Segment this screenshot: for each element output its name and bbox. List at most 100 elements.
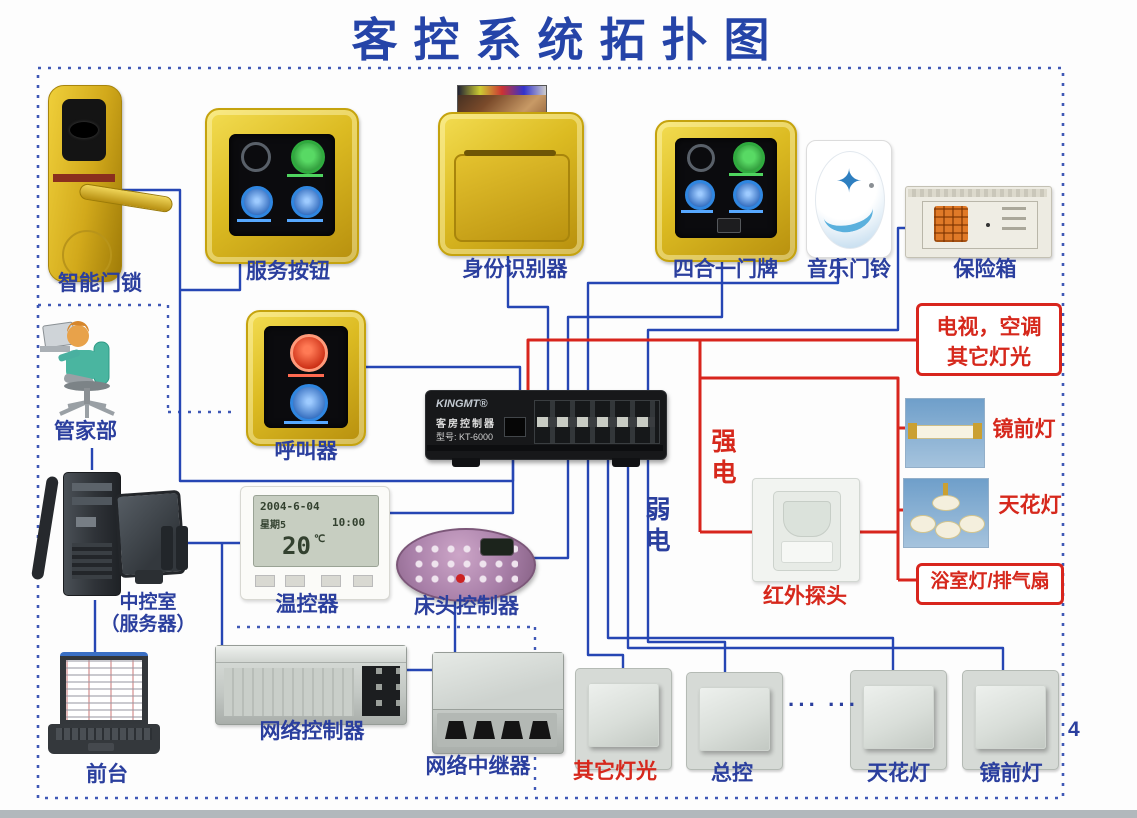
- lcd-temp-unit: ℃: [314, 534, 326, 545]
- ridged-front: [224, 668, 354, 716]
- lamp-shade: [935, 521, 961, 539]
- red-caption-bar: [288, 374, 324, 377]
- doorplate-panel: [655, 120, 797, 262]
- emergency-call-red-icon: [290, 334, 328, 372]
- console-port: [504, 417, 526, 437]
- ir-lens: [783, 501, 831, 537]
- network-controller-label: 网络控制器: [259, 720, 365, 743]
- rj45-port: [473, 721, 495, 739]
- lock-stripe: [53, 174, 115, 182]
- bedside-controller-label: 床头控制器: [414, 595, 519, 618]
- front-desk-label: 前台: [86, 763, 128, 786]
- safe-lock-dot: [986, 223, 990, 227]
- tube-end: [973, 423, 982, 439]
- central-control-server: [30, 468, 188, 598]
- blue-badge-icon-left: [685, 180, 715, 210]
- server-label-line2: （服务器）: [100, 613, 196, 635]
- network-repeater-label: 网络中继器: [425, 755, 531, 778]
- front-grill: [72, 543, 112, 579]
- call-blue-icon: [290, 384, 328, 422]
- ir-detector-label: 红外探头: [763, 585, 847, 608]
- id-reader-label: 身份识别器: [462, 258, 568, 281]
- doorplate-bell-button: [717, 218, 741, 233]
- green-caption-bar: [287, 174, 323, 177]
- switch-other-lights-label: 其它灯光: [573, 760, 657, 783]
- service-button-screen: [229, 134, 335, 236]
- lock-sensor-icon: [70, 122, 98, 138]
- lamp-shade: [932, 495, 960, 511]
- wall-switch-other-lights: [575, 668, 672, 770]
- service-button-label: 服务按钮: [246, 260, 330, 283]
- tv-ac-lights-box: 电视，空调 其它灯光: [916, 303, 1062, 376]
- rj45-port: [445, 721, 467, 739]
- wall-switch-master: [686, 672, 783, 770]
- rj45-port-bank: [534, 400, 660, 444]
- doorbell-button: [869, 183, 874, 188]
- blue-caption-bar: [284, 421, 328, 424]
- strong-current-label: 强电: [708, 428, 736, 490]
- front-desk-laptop: [48, 652, 160, 760]
- switch-mirror-label: 镜前灯: [979, 762, 1043, 785]
- controller-ports: [362, 666, 400, 716]
- laptop-screen-content: [66, 660, 142, 720]
- lcd-week: 星期5: [260, 520, 287, 531]
- thermostat-label: 温控器: [275, 593, 339, 616]
- laptop-base: [48, 724, 160, 754]
- blue-badge-icon-right: [291, 186, 323, 218]
- switch-rocker: [588, 683, 659, 747]
- safe-line: [1002, 207, 1026, 210]
- blue-caption-bar: [681, 210, 713, 213]
- safe-label: 保险箱: [953, 258, 1017, 281]
- controller-top-face: [216, 646, 406, 663]
- page-number: 4: [1068, 718, 1080, 741]
- lock-handle: [78, 182, 174, 214]
- doorplate-screen: [675, 138, 777, 238]
- tv-ac-line2: 其它灯光: [947, 346, 1031, 369]
- monitor-stand: [135, 570, 163, 584]
- lamp-shade: [910, 515, 936, 533]
- id-reader-card-slot-icon: [464, 150, 556, 156]
- safe-line: [1002, 227, 1026, 230]
- safe-box: [905, 186, 1052, 258]
- smart-door-lock-label: 智能门锁: [58, 272, 142, 295]
- butler-label: 管家部: [54, 420, 117, 443]
- service-button-panel: [205, 108, 359, 264]
- drive-bay: [72, 483, 112, 491]
- caller-screen: [264, 326, 348, 428]
- blue-badge-icon-right: [733, 180, 763, 210]
- safe-line: [1002, 217, 1026, 220]
- switch-rocker: [975, 685, 1046, 749]
- caller-panel: [246, 310, 366, 446]
- green-service-icon: [291, 140, 325, 174]
- smart-door-lock: [48, 85, 174, 282]
- switch-rocker: [699, 687, 770, 751]
- bedside-red-button: [456, 574, 465, 583]
- rj45-port: [529, 721, 551, 739]
- controller-brand: KINGMT®: [436, 398, 488, 410]
- drive-bay: [72, 497, 112, 505]
- server-tower: [63, 472, 121, 596]
- speaker: [176, 526, 188, 570]
- safe-lid-ridges: [908, 189, 1047, 197]
- network-repeater: [432, 652, 564, 754]
- power-button: [76, 517, 96, 527]
- thermostat-button: [255, 575, 275, 587]
- lcd-time: 10:00: [332, 516, 366, 529]
- server-label: 中控室 （服务器）: [88, 592, 208, 636]
- switch-ceiling-label: 天花灯: [867, 762, 930, 785]
- mirror-light-image: [905, 398, 985, 468]
- repeater-front: [437, 713, 557, 747]
- wall-switch-mirror: [962, 670, 1059, 770]
- repeater-top-face: [433, 653, 563, 710]
- controller-foot: [612, 458, 640, 467]
- ceiling-light-image: [903, 478, 989, 548]
- network-controller: [215, 645, 407, 725]
- lamp-shade: [959, 515, 985, 533]
- laptop-keyboard: [56, 728, 152, 740]
- lock-knob-ring: [62, 230, 112, 280]
- butler-person-illustration: [40, 321, 115, 418]
- speaker: [161, 526, 173, 570]
- blue-caption-bar: [729, 210, 763, 213]
- id-reader-slot: [454, 154, 570, 242]
